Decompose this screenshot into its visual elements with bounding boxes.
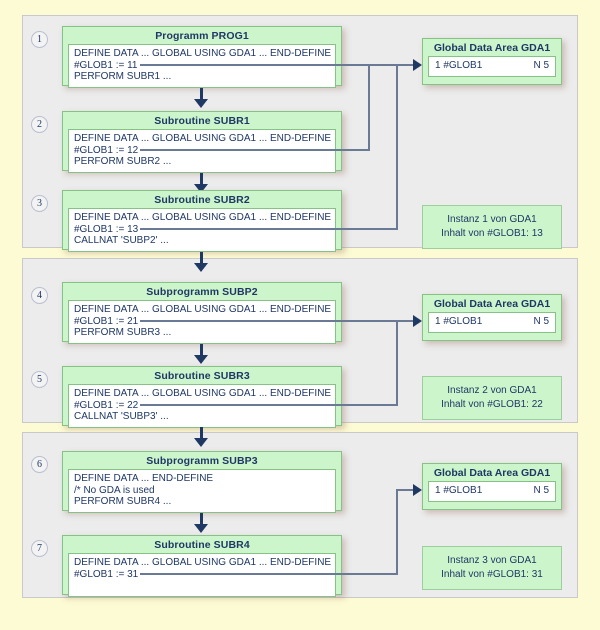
gda-title: Global Data Area GDA1 bbox=[433, 467, 551, 479]
flow-arrow-head-icon bbox=[194, 438, 208, 447]
code-box-title: Subroutine SUBR2 bbox=[154, 194, 250, 206]
flow-arrow-head-icon bbox=[194, 184, 208, 193]
code-line: /* No GDA is used bbox=[74, 484, 155, 496]
instance-value: Inhalt von #GLOB1: 22 bbox=[441, 399, 543, 410]
step-number-4: 4 bbox=[31, 287, 48, 304]
gda-box-3: Global Data Area GDA1 1 #GLOB1 N 5 bbox=[422, 463, 562, 510]
gda-format: N 5 bbox=[533, 485, 549, 496]
code-line: #GLOB1 := 22 bbox=[74, 399, 139, 411]
code-line: PERFORM SUBR1 ... bbox=[74, 71, 172, 82]
gda-arrow-head-icon bbox=[413, 59, 422, 71]
code-line: #GLOB1 := 12 bbox=[74, 144, 139, 156]
instance-note-3: Instanz 3 von GDA1 Inhalt von #GLOB1: 31 bbox=[422, 546, 562, 590]
gda-connector-line bbox=[396, 320, 398, 406]
code-line: DEFINE DATA ... GLOBAL USING GDA1 ... EN… bbox=[74, 48, 332, 59]
instance-label: Instanz 2 von GDA1 bbox=[447, 385, 537, 396]
instance-label: Instanz 3 von GDA1 bbox=[447, 555, 537, 566]
flow-arrow-shaft bbox=[200, 88, 203, 100]
gda-title: Global Data Area GDA1 bbox=[433, 42, 551, 54]
code-line: PERFORM SUBR3 ... bbox=[74, 327, 172, 338]
step-number-3: 3 bbox=[31, 195, 48, 212]
code-box-title: Subroutine SUBR1 bbox=[154, 115, 250, 127]
flow-arrow-head-icon bbox=[194, 355, 208, 364]
step-number-5: 5 bbox=[31, 371, 48, 388]
flow-arrow-head-icon bbox=[194, 524, 208, 533]
code-line: DEFINE DATA ... GLOBAL USING GDA1 ... EN… bbox=[74, 212, 332, 223]
code-box-subp3: Subprogramm SUBP3 DEFINE DATA ... END-DE… bbox=[62, 451, 342, 513]
gda-connector-line bbox=[140, 573, 398, 575]
gda-connector-line bbox=[396, 489, 420, 491]
gda-box-2: Global Data Area GDA1 1 #GLOB1 N 5 bbox=[422, 294, 562, 341]
gda-connector-line bbox=[140, 228, 398, 230]
code-box-subp2: Subprogramm SUBP2 DEFINE DATA ... GLOBAL… bbox=[62, 282, 342, 344]
gda-body: 1 #GLOB1 N 5 bbox=[428, 481, 556, 502]
gda-arrow-head-icon bbox=[413, 315, 422, 327]
gda-format: N 5 bbox=[533, 316, 549, 327]
flow-arrow-shaft bbox=[200, 173, 203, 185]
gda-connector-line bbox=[396, 64, 398, 230]
gda-connector-line bbox=[368, 64, 370, 151]
code-line: #GLOB1 := 31 bbox=[74, 568, 139, 580]
code-box-title: Subroutine SUBR4 bbox=[154, 539, 250, 551]
code-box-subr4: Subroutine SUBR4 DEFINE DATA ... GLOBAL … bbox=[62, 535, 342, 597]
code-line: PERFORM SUBR2 ... bbox=[74, 156, 172, 167]
code-box-subr2: Subroutine SUBR2 DEFINE DATA ... GLOBAL … bbox=[62, 190, 342, 252]
code-line: DEFINE DATA ... GLOBAL USING GDA1 ... EN… bbox=[74, 133, 332, 144]
gda-field: 1 #GLOB1 bbox=[435, 316, 483, 327]
gda-format: N 5 bbox=[533, 60, 549, 71]
code-line: DEFINE DATA ... GLOBAL USING GDA1 ... EN… bbox=[74, 388, 332, 399]
code-box-title: Subroutine SUBR3 bbox=[154, 370, 250, 382]
gda-title: Global Data Area GDA1 bbox=[433, 298, 551, 310]
instance-label: Instanz 1 von GDA1 bbox=[447, 214, 537, 225]
code-line bbox=[74, 580, 330, 592]
gda-connector-line bbox=[140, 64, 420, 66]
flow-arrow-shaft bbox=[200, 344, 203, 356]
gda-connector-line bbox=[396, 489, 398, 575]
instance-note-2: Instanz 2 von GDA1 Inhalt von #GLOB1: 22 bbox=[422, 376, 562, 420]
instance-value: Inhalt von #GLOB1: 31 bbox=[441, 569, 543, 580]
step-number-2: 2 bbox=[31, 116, 48, 133]
code-box-title: Subprogramm SUBP2 bbox=[146, 286, 258, 298]
code-line: DEFINE DATA ... END-DEFINE bbox=[74, 473, 214, 484]
gda-connector-line bbox=[140, 320, 420, 322]
code-line: CALLNAT 'SUBP3' ... bbox=[74, 411, 169, 422]
gda-connector-line bbox=[140, 404, 398, 406]
step-number-6: 6 bbox=[31, 456, 48, 473]
step-number-1: 1 bbox=[31, 31, 48, 48]
gda-body: 1 #GLOB1 N 5 bbox=[428, 56, 556, 77]
code-line: PERFORM SUBR4 ... bbox=[74, 496, 172, 507]
code-line: DEFINE DATA ... GLOBAL USING GDA1 ... EN… bbox=[74, 557, 332, 568]
flow-arrow-head-icon bbox=[194, 263, 208, 272]
code-line: #GLOB1 := 11 bbox=[74, 59, 138, 71]
gda-arrow-head-icon bbox=[413, 484, 422, 496]
code-box-body: DEFINE DATA ... END-DEFINE /* No GDA is … bbox=[68, 469, 336, 513]
code-line: CALLNAT 'SUBP2' ... bbox=[74, 235, 169, 246]
flow-arrow-shaft bbox=[200, 513, 203, 525]
code-box-prog1: Programm PROG1 DEFINE DATA ... GLOBAL US… bbox=[62, 26, 342, 88]
instance-value: Inhalt von #GLOB1: 13 bbox=[441, 228, 543, 239]
gda-field: 1 #GLOB1 bbox=[435, 60, 483, 71]
code-line: #GLOB1 := 21 bbox=[74, 315, 139, 327]
code-box-title: Programm PROG1 bbox=[155, 30, 249, 42]
gda-body: 1 #GLOB1 N 5 bbox=[428, 312, 556, 333]
flow-arrow-head-icon bbox=[194, 99, 208, 108]
step-number-7: 7 bbox=[31, 540, 48, 557]
code-line: #GLOB1 := 13 bbox=[74, 223, 139, 235]
flow-arrow-shaft bbox=[200, 252, 203, 264]
code-line: DEFINE DATA ... GLOBAL USING GDA1 ... EN… bbox=[74, 304, 332, 315]
code-box-subr3: Subroutine SUBR3 DEFINE DATA ... GLOBAL … bbox=[62, 366, 342, 428]
code-box-subr1: Subroutine SUBR1 DEFINE DATA ... GLOBAL … bbox=[62, 111, 342, 173]
code-box-title: Subprogramm SUBP3 bbox=[146, 455, 258, 467]
gda-field: 1 #GLOB1 bbox=[435, 485, 483, 496]
instance-note-1: Instanz 1 von GDA1 Inhalt von #GLOB1: 13 bbox=[422, 205, 562, 249]
gda-connector-line bbox=[140, 149, 370, 151]
gda-box-1: Global Data Area GDA1 1 #GLOB1 N 5 bbox=[422, 38, 562, 85]
flow-arrow-shaft bbox=[200, 427, 203, 439]
